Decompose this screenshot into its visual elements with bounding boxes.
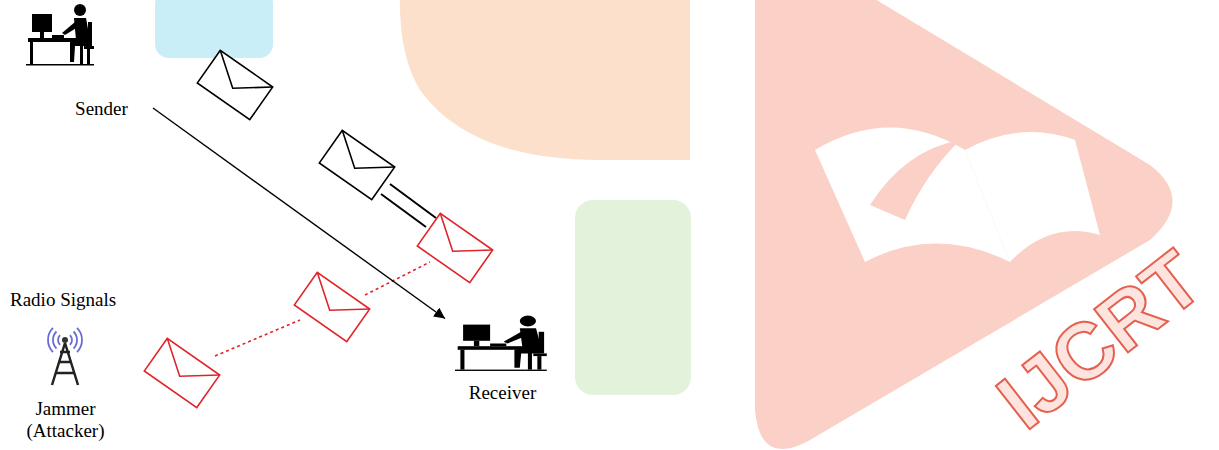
jamming-envelope [144, 213, 492, 407]
message-envelope-part [319, 130, 394, 199]
station-label: Jammer (Attacker) [18, 398, 113, 442]
jamming-signal-path-part [365, 262, 430, 295]
jammer-antenna-icon-part [52, 343, 78, 385]
jamming-signal-path-part [215, 320, 300, 356]
message-trail-part [381, 194, 426, 227]
message-trail-part [390, 184, 436, 218]
signal-label: Radio Signals [10, 289, 116, 311]
jammer-antenna-icon-part [48, 328, 82, 352]
jamming-envelope-part [417, 213, 492, 282]
watermark-logo-part [575, 200, 691, 395]
receiver-station: Receiver [445, 310, 560, 410]
jammer-antenna-icon [48, 328, 82, 385]
jamming-envelope-part [144, 338, 219, 407]
message-trail [381, 184, 436, 227]
receiver-workstation-icon-part [455, 316, 547, 371]
jamming-envelope-part [294, 272, 369, 341]
receiver-workstation-icon [455, 316, 547, 371]
jamming-signal-path [215, 262, 430, 356]
message-envelope [197, 50, 394, 199]
watermark-logo-part [870, 140, 960, 220]
sender-workstation-icon [26, 4, 94, 66]
station-label: Receiver [445, 382, 560, 404]
jammer-antenna-icon-part [62, 337, 68, 343]
station-label: Sender [50, 98, 153, 120]
jammer-station: Jammer (Attacker) [18, 316, 113, 444]
sender-station: Sender [28, 0, 153, 126]
watermark-logo-part [400, 0, 690, 160]
watermark-logo-part [155, 0, 273, 58]
transmission-arrow [153, 108, 445, 318]
message-envelope-part [197, 50, 272, 119]
signal-label: Radio Signals [10, 289, 116, 311]
watermark-logo-part [965, 132, 1100, 262]
sender-workstation-icon-part [26, 4, 94, 66]
